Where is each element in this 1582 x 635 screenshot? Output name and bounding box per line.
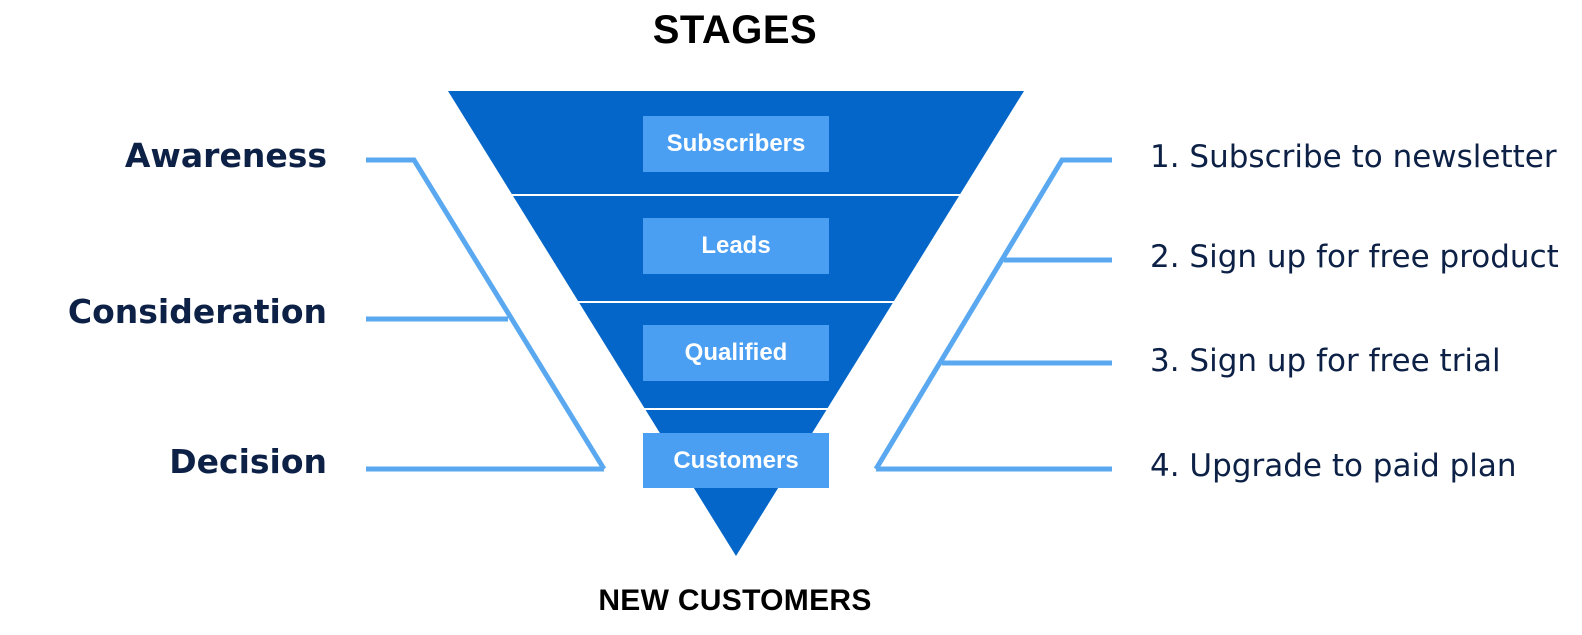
right-connector-step-1 <box>873 157 1112 471</box>
step-label-3: 3. Sign up for free trial <box>1150 343 1501 379</box>
step-label-1: 1. Subscribe to newsletter <box>1150 139 1557 175</box>
step-label-4: 4. Upgrade to paid plan <box>1150 448 1517 484</box>
stage-box-subscribers: Subscribers <box>643 116 829 172</box>
left-connector-awareness <box>366 157 607 471</box>
stage-box-qualified: Qualified <box>643 325 829 381</box>
stage-box-leads: Leads <box>643 218 829 274</box>
diagram-title: STAGES <box>652 8 818 52</box>
journey-label-awareness: Awareness <box>124 136 327 175</box>
step-label-2: 2. Sign up for free product <box>1150 239 1559 275</box>
stage-box-customers: Customers <box>643 433 829 488</box>
journey-label-decision: Decision <box>169 442 327 481</box>
funnel-shape <box>448 91 1024 556</box>
diagram-footer: NEW CUSTOMERS <box>598 584 872 617</box>
journey-label-consideration: Consideration <box>67 292 327 331</box>
